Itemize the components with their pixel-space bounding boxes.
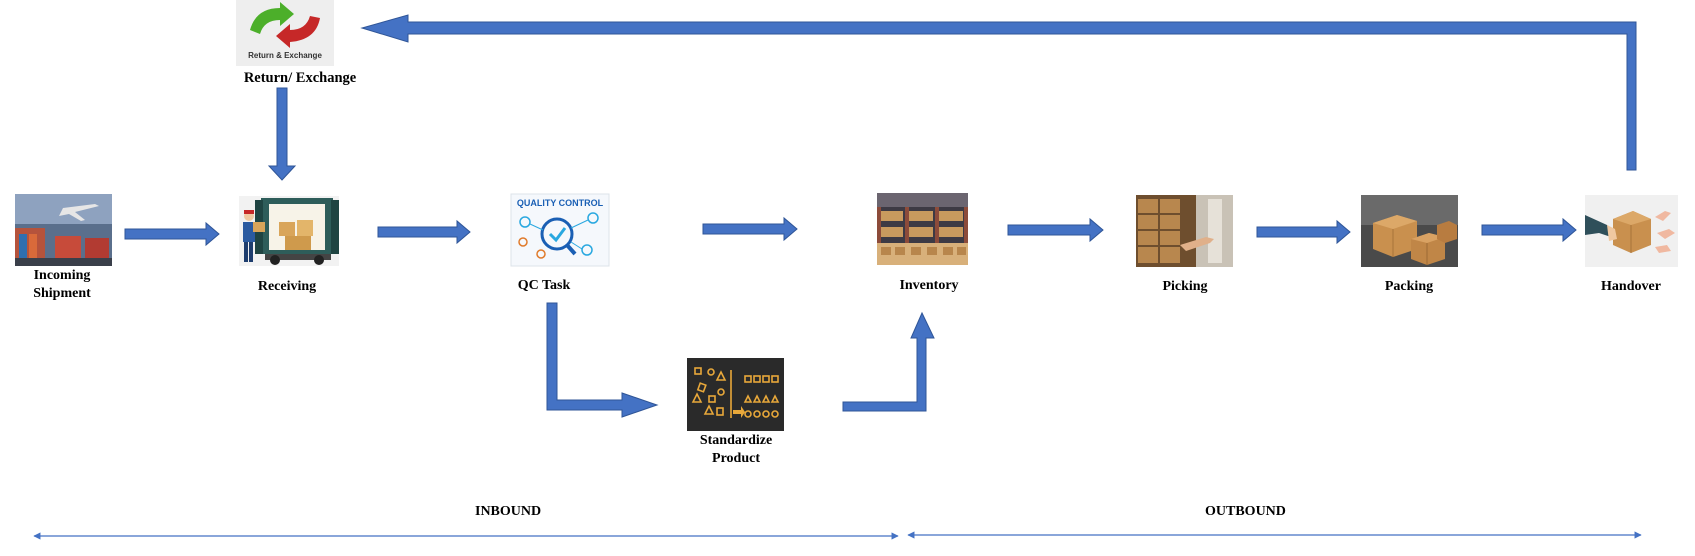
standardize-product-label-line2: Product [712, 451, 760, 466]
standardize-product-label-line1: Standardize [699, 433, 773, 448]
section-scale-lines [33, 531, 1642, 540]
incoming-shipment-label-line2: Shipment [33, 286, 91, 301]
incoming-shipment-label: Incoming Shipment [12, 267, 112, 303]
arrow-standardize-to-inventory [842, 311, 935, 412]
standardize-shapes-icon [687, 358, 784, 431]
qc-task-label: QC Task [517, 278, 571, 293]
packing-label: Packing [1384, 279, 1434, 294]
inventory-label: Inventory [899, 278, 959, 293]
arrow-inventory-to-picking [1007, 217, 1104, 243]
warehouse-shelves-icon [877, 193, 968, 265]
standardize-product-label: Standardize Product [686, 432, 786, 468]
handover-box-icon [1585, 195, 1678, 267]
outbound-section-label: OUTBOUND [1205, 504, 1286, 519]
return-exchange-label: Return/ Exchange [243, 70, 357, 86]
quality-control-icon: QUALITY CONTROL [510, 193, 610, 267]
arrow-receiving-to-qc [377, 219, 471, 245]
inbound-section-label: INBOUND [475, 504, 542, 519]
arrow-handover-to-return [360, 14, 1637, 171]
cardboard-boxes-icon [1361, 195, 1458, 267]
arrow-packing-to-handover [1481, 217, 1577, 243]
quality-control-icon-text: QUALITY CONTROL [517, 198, 604, 208]
arrow-qc-to-standardize [546, 302, 659, 418]
picking-boxes-icon [1136, 195, 1233, 267]
cargo-ship-plane-icon [15, 194, 112, 266]
incoming-shipment-label-line1: Incoming [33, 268, 91, 283]
receiving-label: Receiving [257, 279, 317, 294]
arrow-picking-to-packing [1256, 219, 1351, 245]
arrow-qc-to-inventory [702, 216, 798, 242]
handover-label: Handover [1601, 279, 1661, 294]
delivery-truck-icon [239, 196, 339, 266]
return-exchange-icon: Return & Exchange [236, 0, 334, 66]
arrow-return-to-receiving [267, 87, 297, 181]
flow-arrows [124, 14, 1637, 418]
return-exchange-icon-text: Return & Exchange [248, 51, 322, 60]
picking-label: Picking [1162, 279, 1208, 294]
arrow-incoming-to-receiving [124, 221, 220, 247]
